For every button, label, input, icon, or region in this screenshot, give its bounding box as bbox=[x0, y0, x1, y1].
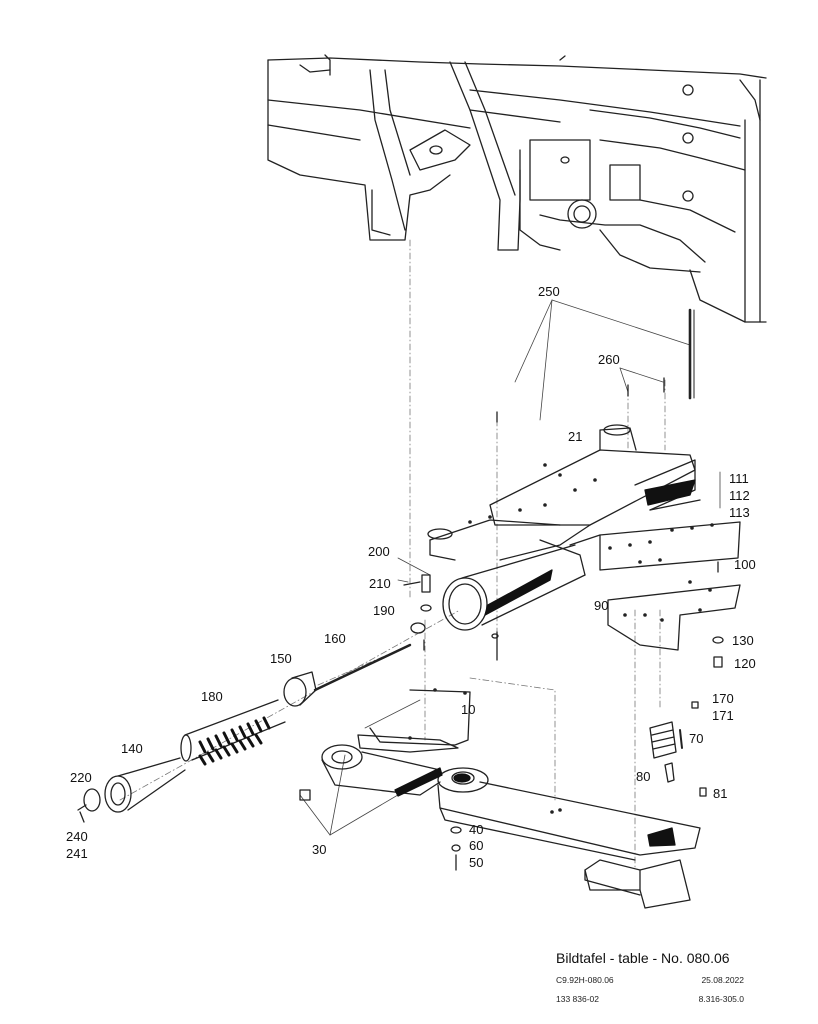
title-block: Bildtafel - table - No. 080.06 C9.92H-08… bbox=[556, 950, 756, 1004]
part-label-112: 112 bbox=[729, 488, 750, 503]
part-label-150: 150 bbox=[270, 651, 292, 666]
part-label-30: 30 bbox=[312, 842, 327, 857]
assembly-axes bbox=[119, 239, 666, 871]
part-label-81: 81 bbox=[713, 786, 728, 801]
part-label-90: 90 bbox=[594, 598, 609, 613]
bushing-150 bbox=[283, 671, 317, 707]
part-label-210: 210 bbox=[369, 576, 391, 591]
drawing-date: 25.08.2022 bbox=[701, 975, 744, 985]
part-label-220: 220 bbox=[70, 770, 92, 785]
part-label-240: 240 bbox=[66, 829, 88, 844]
part-label-80: 80 bbox=[636, 769, 651, 784]
screw-250 bbox=[688, 308, 695, 400]
part-label-70: 70 bbox=[689, 731, 704, 746]
nut-220 bbox=[77, 788, 101, 812]
part-label-260: 260 bbox=[598, 352, 620, 367]
title-block-row-1: C9.92H-080.06 25.08.2022 bbox=[556, 975, 744, 985]
part-label-50: 50 bbox=[469, 855, 484, 870]
title-block-row-2: 133 836-02 8.316-305.0 bbox=[556, 994, 744, 1004]
part-label-241: 241 bbox=[66, 846, 88, 861]
part-label-140: 140 bbox=[121, 741, 143, 756]
mounting-bracket bbox=[427, 424, 741, 571]
reference-number: 8.316-305.0 bbox=[698, 994, 744, 1004]
small-fasteners bbox=[79, 377, 724, 871]
rod-140 bbox=[104, 757, 186, 813]
part-number: 133 836-02 bbox=[556, 994, 600, 1004]
drawing-code: C9.92H-080.06 bbox=[556, 975, 614, 985]
part-label-180: 180 bbox=[201, 689, 223, 704]
part-label-111: 111 bbox=[729, 471, 749, 486]
part-label-21: 21 bbox=[568, 429, 583, 444]
part-label-170: 170 bbox=[712, 691, 734, 706]
lever-arm-30 bbox=[321, 744, 701, 909]
part-label-113: 113 bbox=[729, 505, 750, 520]
bracket-10 bbox=[357, 689, 471, 753]
part-label-171: 171 bbox=[712, 708, 734, 723]
plate-90 bbox=[607, 584, 741, 651]
spring-block-70 bbox=[649, 721, 683, 759]
pin-160 bbox=[313, 643, 412, 692]
part-label-60: 60 bbox=[469, 838, 484, 853]
hole-dots bbox=[408, 463, 714, 814]
part-label-40: 40 bbox=[469, 822, 484, 837]
part-label-160: 160 bbox=[324, 631, 346, 646]
shaft-tube bbox=[442, 539, 586, 631]
part-label-200: 200 bbox=[368, 544, 390, 559]
table-title: Bildtafel - table - No. 080.06 bbox=[556, 950, 730, 966]
part-label-120: 120 bbox=[734, 656, 756, 671]
part-label-250: 250 bbox=[538, 284, 560, 299]
part-label-190: 190 bbox=[373, 603, 395, 618]
machine-housing bbox=[267, 54, 767, 323]
part-label-10: 10 bbox=[461, 702, 476, 717]
leader-lines bbox=[299, 299, 721, 836]
part-label-100: 100 bbox=[734, 557, 756, 572]
spring-coils bbox=[198, 716, 271, 766]
part-label-130: 130 bbox=[732, 633, 754, 648]
